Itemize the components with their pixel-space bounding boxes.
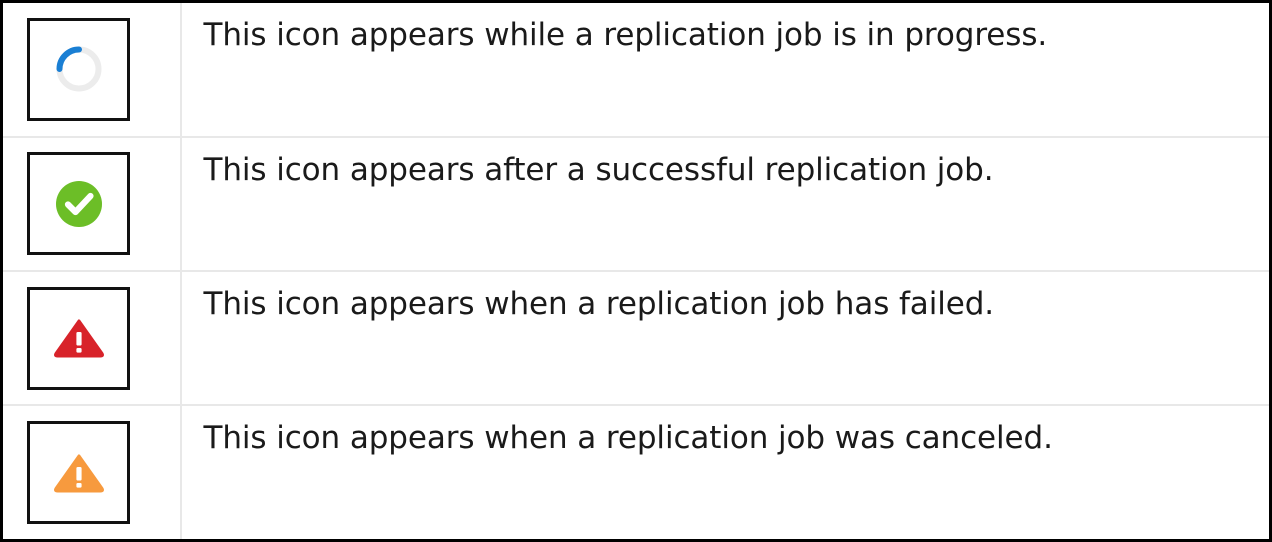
- table-row: This icon appears when a replication job…: [1, 270, 1271, 406]
- description-cell-success: This icon appears after a successful rep…: [180, 136, 1271, 271]
- icon-cell-success: [1, 136, 182, 271]
- description-text: This icon appears while a replication jo…: [203, 17, 1048, 53]
- icon-frame: [27, 17, 130, 121]
- description-cell-in-progress: This icon appears while a replication jo…: [180, 1, 1271, 137]
- table-row: This icon appears after a successful rep…: [1, 136, 1271, 271]
- icon-cell-failed: [1, 270, 182, 406]
- description-text: This icon appears after a successful rep…: [203, 151, 994, 188]
- table-row: This icon appears when a replication job…: [1, 405, 1271, 541]
- icon-frame: [27, 421, 130, 525]
- description-text: This icon appears when a replication job…: [203, 420, 1053, 457]
- table-row: This icon appears while a replication jo…: [1, 1, 1271, 137]
- description-cell-canceled: This icon appears when a replication job…: [180, 405, 1271, 541]
- spinner-in-progress-icon: [56, 46, 101, 92]
- icon-cell-canceled: [1, 405, 182, 541]
- icon-frame: [27, 286, 130, 390]
- icon-cell-in-progress: [1, 1, 182, 137]
- canceled-warning-triangle-icon: [53, 454, 104, 493]
- description-cell-failed: This icon appears when a replication job…: [180, 270, 1271, 406]
- error-warning-triangle-icon: [53, 319, 104, 358]
- icon-frame: [27, 152, 130, 256]
- success-check-circle-icon: [55, 180, 102, 227]
- description-text: This icon appears when a replication job…: [203, 285, 995, 322]
